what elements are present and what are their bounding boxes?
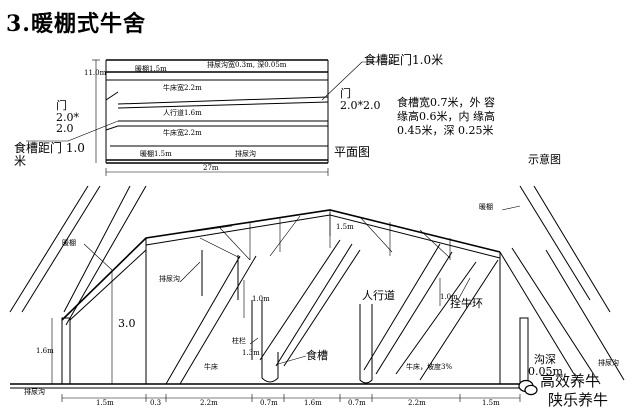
label-painiaogou-top: 排尿沟	[159, 275, 180, 283]
label-paiyuangou: 排尿沟	[598, 359, 619, 367]
feed-left-label: 食槽距门 1.0米	[14, 141, 85, 168]
dim-6: 0.7m	[348, 399, 366, 407]
plan-row-niuchuang-bottom: 牛床宽2.2m	[163, 129, 202, 137]
trough-spec: 食槽宽0.7米，外 容缘高0.6米，内 缘高0.45米，深 0.25米	[397, 96, 495, 137]
label-height-1-0b: 1.0m	[440, 293, 458, 301]
label-wall-height: 3.0	[118, 317, 136, 330]
label-nuanpeng-left: 暖棚	[62, 239, 76, 247]
plan-row-painiaogou: 排尿沟	[235, 150, 256, 158]
page-title: 3.暖棚式牛舍	[6, 11, 146, 37]
label-zhulan: 柱栏	[232, 337, 246, 345]
watermark-line1: 高效养牛	[540, 372, 601, 390]
label-shicao: 食槽	[306, 349, 328, 362]
label-gou-shen: 沟深	[534, 353, 556, 366]
plan-row-nuanpeng-bottom: 暖棚1.5m	[140, 150, 172, 158]
plan-bottom-dim: 27m	[203, 164, 219, 172]
label-niuchuang-right: 牛床，坡度3%	[406, 363, 453, 371]
plan-label: 平面图	[334, 145, 371, 159]
dim-7: 2.2m	[408, 399, 426, 407]
label-height-1-0a: 1.0m	[252, 295, 270, 303]
watermark-line2: 陕乐养牛	[548, 391, 609, 409]
label-height-1-3: 1.3m	[242, 349, 260, 357]
label-renxingdao: 人行道	[362, 289, 395, 302]
dim-3: 2.2m	[200, 399, 218, 407]
plan-row-painiaogou-spec: 排尿沟宽0.3m, 深0.05m	[207, 61, 287, 69]
wechat-icon	[518, 379, 538, 396]
label-shuanniuhuan: 拴牛环	[450, 297, 483, 310]
dim-8: 1.5m	[482, 399, 500, 407]
section-view	[9, 185, 625, 402]
door-left-label: 门 2.0* 2.0	[56, 99, 79, 136]
dim-4: 0.7m	[260, 399, 278, 407]
dim-2: 0.3	[150, 399, 162, 407]
plan-row-nuanpeng-top: 暖棚1.5m	[135, 65, 167, 73]
dim-1: 1.5m	[96, 399, 114, 407]
feed-right-label: 食槽距门1.0米	[364, 53, 444, 67]
section-label: 示意图	[528, 153, 561, 166]
plan-row-renxingdao: 人行道1.6m	[163, 109, 202, 117]
label-gou-val: 0.05m	[528, 365, 563, 378]
dim-5: 1.6m	[304, 399, 322, 407]
plan-view	[26, 59, 396, 176]
plan-width-dim: 11.0m	[84, 69, 107, 77]
door-right-label: 门	[340, 87, 351, 100]
label-nuanpeng-right: 暖棚	[479, 203, 493, 211]
label-height-1-6: 1.6m	[36, 347, 54, 355]
plan-row-niuchuang-top: 牛床宽2.2m	[163, 84, 202, 92]
label-painiaogou-bottom: 排尿沟	[24, 388, 45, 396]
label-roof-height: 1.5m	[336, 223, 354, 231]
label-niuchuang-left: 牛床	[204, 363, 218, 371]
door-right-size: 2.0*2.0	[340, 99, 381, 112]
